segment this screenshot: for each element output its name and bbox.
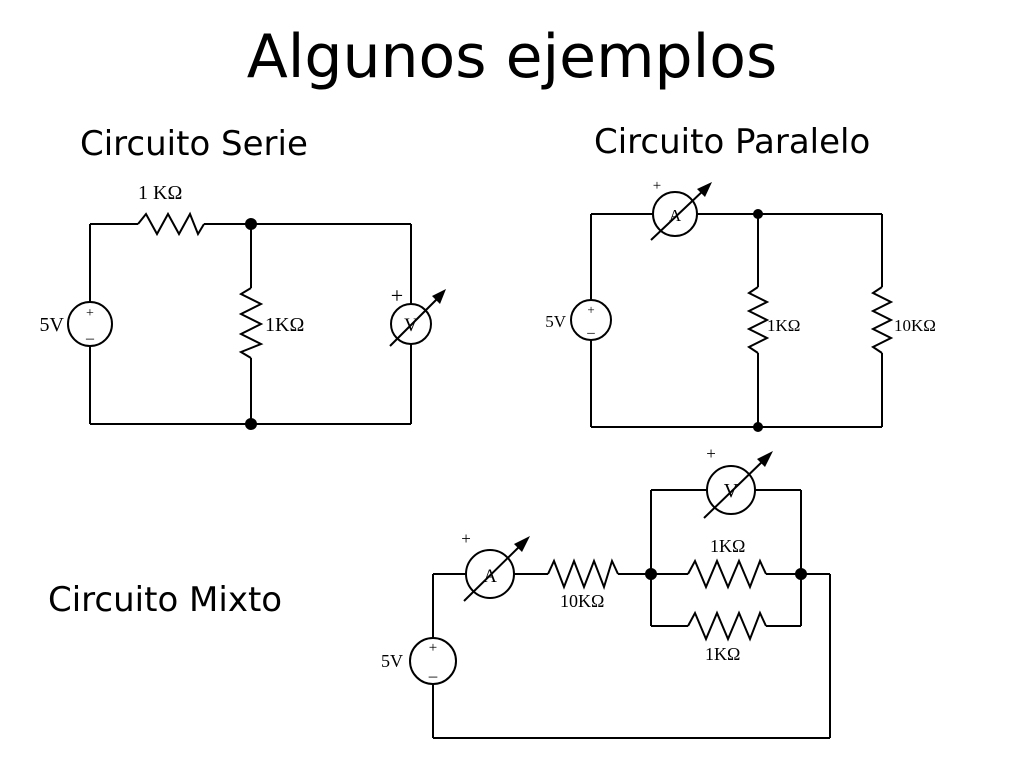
series-voltage-source	[67, 301, 113, 347]
page-title: Algunos ejemplos	[246, 22, 778, 92]
series-source-plus: +	[86, 306, 94, 321]
series-node-top	[245, 218, 257, 230]
mixed-resistor-1k-top-label: 1KΩ	[710, 536, 745, 556]
heading-circuito-mixto: Circuito Mixto	[48, 580, 283, 620]
mixed-resistor-10k	[547, 558, 619, 591]
mixed-resistor-1k-bottom	[687, 610, 767, 642]
parallel-ammeter-plus: +	[653, 178, 661, 194]
series-resistor-middle	[238, 287, 264, 359]
parallel-source-minus: –	[586, 325, 595, 341]
mixed-voltmeter-arrow-icon	[757, 451, 773, 467]
mixed-ammeter-needle	[463, 543, 523, 602]
series-voltmeter-plus: +	[391, 283, 403, 308]
mixed-resistor-1k-bottom-label: 1KΩ	[705, 644, 740, 664]
parallel-ammeter-needle	[650, 188, 706, 241]
parallel-circuit: + – A + 1KΩ 10KΩ 5V	[545, 178, 936, 432]
mixed-source-label: 5V	[381, 651, 403, 671]
mixed-voltmeter-needle	[703, 458, 766, 519]
parallel-resistor-10k-label: 10KΩ	[894, 316, 936, 335]
series-circuit: + – V + 1 KΩ 1KΩ 5V	[40, 182, 446, 430]
series-voltmeter-needle	[389, 295, 441, 347]
series-wires	[89, 223, 412, 425]
series-resistor-top	[137, 211, 205, 237]
mixed-ammeter-arrow-icon	[514, 536, 530, 552]
parallel-source-label: 5V	[545, 312, 567, 331]
parallel-resistor-10k	[870, 286, 894, 354]
parallel-resistor-1k-label: 1KΩ	[767, 316, 800, 335]
mixed-voltmeter-plus: +	[706, 444, 716, 463]
mixed-source-plus: +	[429, 640, 437, 656]
series-source-minus: –	[85, 330, 95, 347]
mixed-voltage-source	[409, 637, 457, 685]
heading-circuito-paralelo: Circuito Paralelo	[594, 122, 871, 162]
parallel-resistor-1k	[746, 286, 770, 354]
parallel-node-top	[753, 209, 763, 219]
parallel-voltage-source	[570, 299, 612, 341]
mixed-resistor-1k-top	[687, 558, 767, 590]
mixed-node-right	[795, 568, 807, 580]
mixed-resistor-10k-label: 10KΩ	[560, 591, 604, 611]
mixed-ammeter-plus: +	[461, 529, 471, 548]
mixed-node-left	[645, 568, 657, 580]
series-resistor-middle-label: 1KΩ	[265, 314, 304, 336]
series-source-label: 5V	[40, 314, 65, 336]
mixed-voltmeter	[706, 465, 756, 515]
parallel-wires	[590, 213, 883, 428]
series-voltmeter-arrow-icon	[432, 289, 446, 304]
mixed-wires	[432, 489, 831, 739]
heading-circuito-serie: Circuito Serie	[80, 124, 308, 164]
mixed-circuit: + – A + V + 10KΩ 1KΩ 1KΩ 5V	[381, 444, 831, 739]
parallel-node-bottom	[753, 422, 763, 432]
series-node-bottom	[245, 418, 257, 430]
parallel-ammeter-arrow-icon	[697, 182, 712, 197]
series-resistor-top-label: 1 KΩ	[138, 182, 182, 204]
parallel-source-plus: +	[587, 302, 594, 317]
mixed-source-minus: –	[428, 666, 438, 685]
parallel-ammeter	[652, 191, 698, 237]
